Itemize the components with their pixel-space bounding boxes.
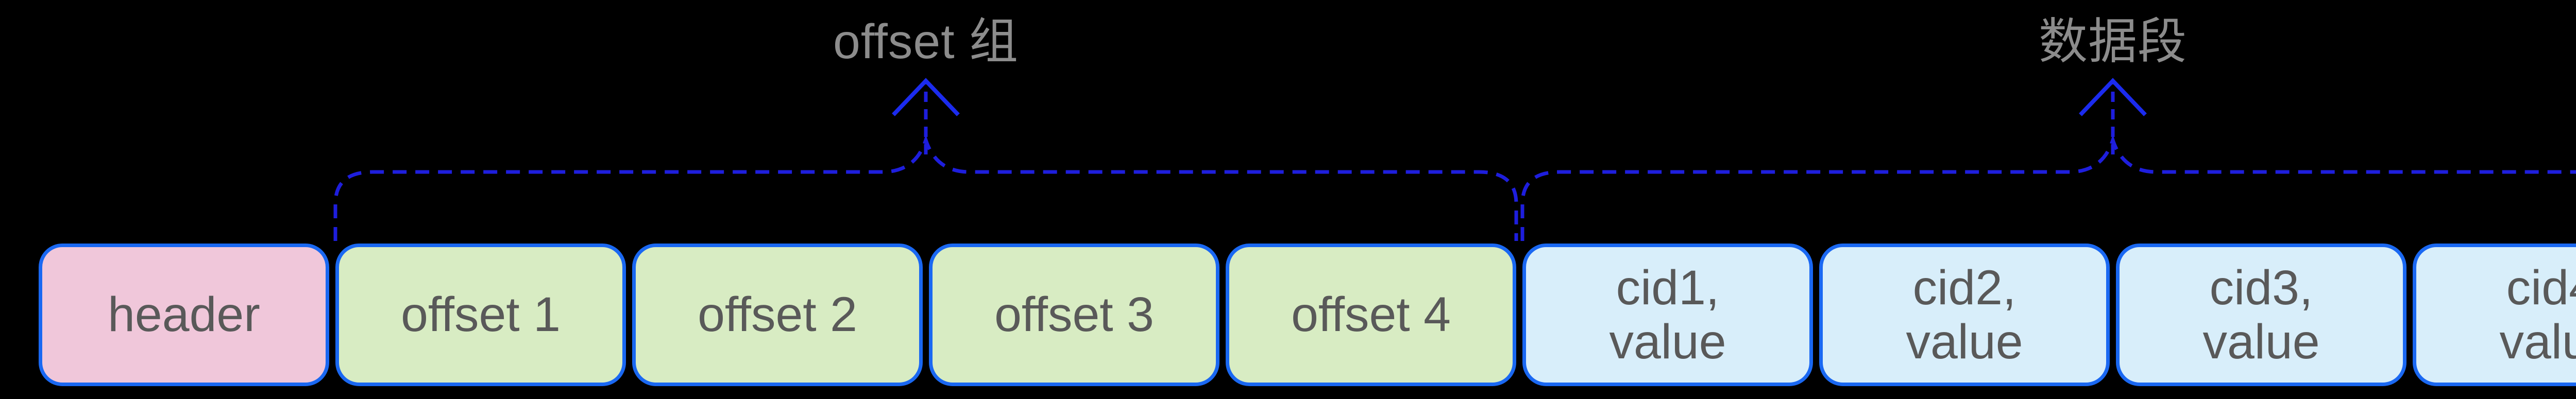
box-offset-4: offset 4 [1226, 244, 1516, 386]
brace-data-segment [1520, 78, 2576, 241]
brace-offset-group [333, 78, 1518, 241]
box-offset-3: offset 3 [929, 244, 1219, 386]
up-arrow-icon [892, 78, 960, 116]
box-cid-1: cid1, value [1522, 244, 1813, 386]
box-header: header [39, 244, 329, 386]
up-arrow-icon [2079, 78, 2147, 116]
box-cid-2: cid2, value [1819, 244, 2110, 386]
offset-group-brace-curve [333, 134, 1518, 241]
box-offset-2: offset 2 [632, 244, 923, 386]
data-segment-brace-curve [1520, 134, 2576, 241]
box-offset-1: offset 1 [335, 244, 626, 386]
memory-cells-row: header offset 1 offset 2 offset 3 offset… [39, 244, 2576, 386]
data-segment-label: 数据段 [2038, 14, 2188, 69]
offset-group-label: offset 组 [833, 14, 1019, 69]
box-cid-3: cid3, value [2116, 244, 2406, 386]
box-cid-4: cid4, value [2413, 244, 2576, 386]
